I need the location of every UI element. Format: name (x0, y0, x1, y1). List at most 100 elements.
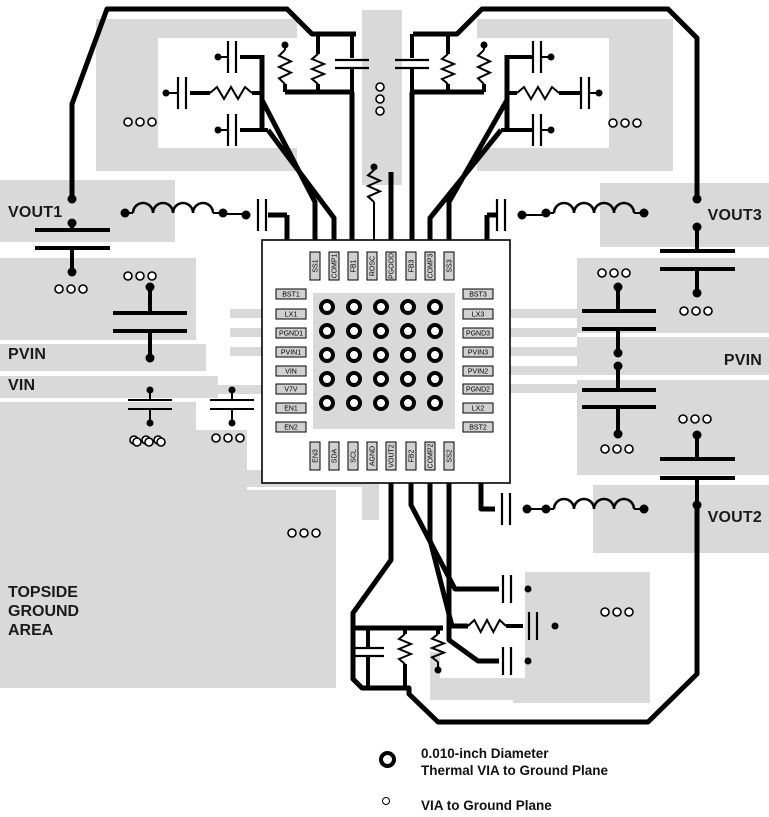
ic-pin-label: PGOOD (388, 253, 395, 279)
junction-dot (613, 429, 623, 439)
ground-via-icon (679, 306, 689, 316)
resistor-icon (309, 53, 327, 85)
ground-via-icon (608, 118, 618, 128)
ic-pin-label: PVIN1 (281, 349, 301, 356)
ground-via-icon (600, 444, 610, 454)
ground-via-icon (620, 118, 630, 128)
junction-dot (692, 288, 702, 298)
junction-dot (214, 126, 222, 134)
ground-via-icon (678, 414, 688, 424)
junction-dot (162, 89, 170, 97)
ic-pin-label: FB3 (408, 259, 415, 272)
junction-dot (613, 282, 623, 292)
ic-pin-label: BST1 (282, 291, 300, 298)
ground-via-icon (375, 106, 385, 116)
resistor-icon (429, 633, 447, 663)
junction-dot (228, 386, 236, 394)
inductor-icon (552, 497, 636, 510)
traces-thick (69, 6, 700, 725)
junction-dot (145, 353, 155, 363)
junction-dot (692, 222, 702, 232)
inductor-icon (131, 201, 215, 214)
ground-via-icon (612, 444, 622, 454)
resistor-icon (209, 85, 253, 101)
ic-pin-label: FB2 (408, 449, 415, 462)
ic-pin-label: FB1 (350, 259, 357, 272)
legend-thermal-via (379, 751, 396, 768)
ic-pin-label: COMP1 (331, 253, 338, 278)
net-label-pvin-left: PVIN (8, 346, 47, 363)
via-icon (382, 797, 390, 805)
ic-pin-label: SS3 (446, 259, 453, 272)
ground-via-icon (54, 284, 64, 294)
ground-via-icon (287, 528, 297, 538)
ic-pin-label: PGND2 (466, 386, 490, 393)
ic-pin-label: COMP2 (427, 443, 434, 468)
net-label-vout3: VOUT3 (707, 207, 762, 224)
ground-via-icon (135, 271, 145, 281)
resistor-icon (439, 53, 457, 85)
junction-dot (613, 361, 623, 371)
junction-dot (218, 208, 228, 218)
ground-via-icon (66, 284, 76, 294)
junction-dot (370, 163, 378, 171)
resistor-icon (475, 49, 493, 85)
ic-pin-label: LX1 (285, 311, 298, 318)
ic-pin-label: EN2 (284, 424, 298, 431)
ic-pin-label: LX3 (472, 311, 485, 318)
junction-dot (228, 419, 236, 427)
net-label-vout2: VOUT2 (707, 509, 762, 526)
ground-via-icon (612, 607, 622, 617)
inductor-icon (552, 201, 636, 214)
ground-via-icon (211, 433, 221, 443)
ic-pin-label: PGND3 (466, 330, 490, 337)
junction-dot (547, 53, 555, 61)
junction-dot (67, 267, 77, 277)
generated-symbols (54, 41, 713, 674)
ground-via-icon (132, 437, 142, 447)
junction-dot (547, 126, 555, 134)
ground-via-icon (235, 433, 245, 443)
ground-via-icon (703, 306, 713, 316)
junction-dot (692, 430, 702, 440)
ic-pin-label: PGND1 (279, 330, 303, 337)
junction-dot (541, 208, 551, 218)
junction-dot (480, 41, 488, 49)
ic-pin-label: V7V (284, 386, 298, 393)
net-label-vin: VIN (8, 377, 36, 394)
vout2-feedback-trace (350, 470, 700, 725)
ground-via-icon (624, 444, 634, 454)
ground-via-icon (78, 284, 88, 294)
junction-dot (517, 210, 527, 220)
ground-via-icon (702, 414, 712, 424)
ground-via-icon (144, 437, 154, 447)
ic-pin-label: EN1 (284, 405, 298, 412)
ic-pin-label: BST2 (469, 424, 487, 431)
junction-dot (692, 500, 702, 510)
legend-thermal-via-text: 0.010-inch Diameter Thermal VIA to Groun… (421, 746, 609, 778)
ic-pin-label: COMP3 (427, 253, 434, 278)
topside-ground-area-label: TOPSIDE GROUND AREA (8, 584, 80, 639)
junction-dot (214, 53, 222, 61)
ground-via-icon (600, 607, 610, 617)
net-label-pvin-right: PVIN (723, 352, 762, 369)
junction-dot (67, 194, 77, 204)
junction-dot (639, 208, 649, 218)
thermal-via-icon (379, 751, 396, 768)
ground-via-icon (691, 306, 701, 316)
ic-pin-label: SS2 (446, 449, 453, 462)
traces-medium (70, 34, 699, 688)
thermal-via-grid (319, 299, 443, 411)
ic-pin-label: PVIN2 (468, 368, 488, 375)
ic-pin-label: VIN (285, 368, 297, 375)
junction-dot (145, 282, 155, 292)
junction-dot (67, 218, 77, 228)
legend-via-text: VIA to Ground Plane (421, 798, 552, 813)
ground-via-icon (223, 433, 233, 443)
resistor-icon (467, 617, 507, 635)
junction-dot (522, 504, 532, 514)
ic-pin-label: LX2 (472, 405, 485, 412)
